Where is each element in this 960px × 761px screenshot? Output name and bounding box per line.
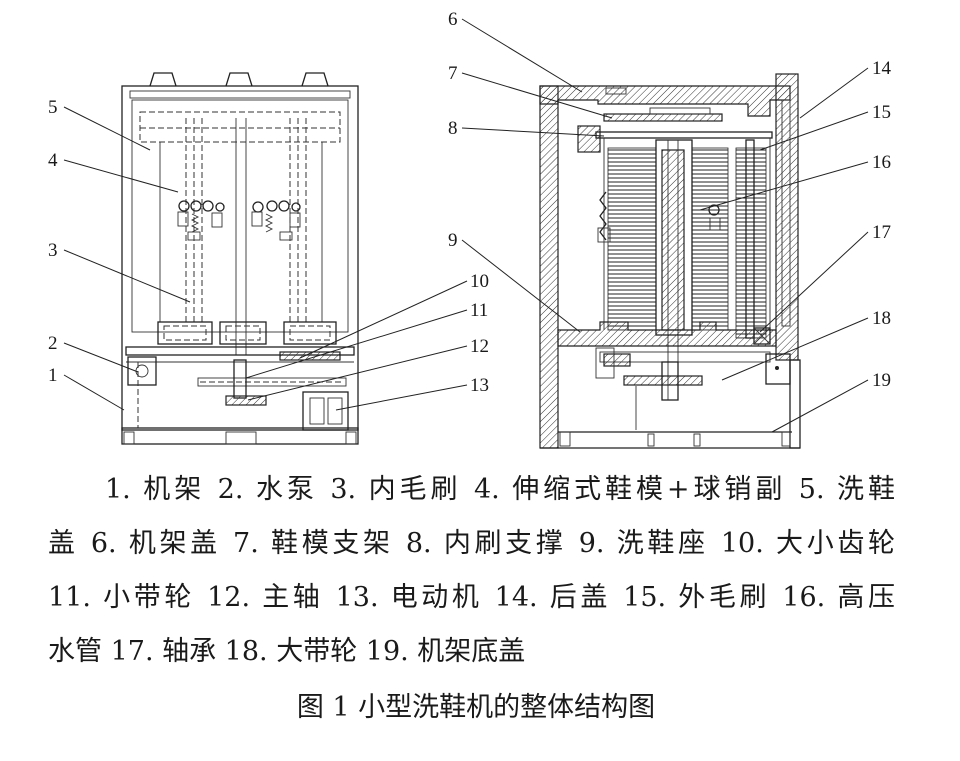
leader-3: [63, 249, 191, 303]
leader-5: [63, 106, 151, 151]
leader-11: [245, 309, 468, 379]
cover-notch: [605, 87, 627, 95]
back-cover-inner: [781, 99, 791, 327]
washing-seat: [557, 321, 777, 347]
callout-7: 7: [448, 63, 458, 84]
water-pump: [127, 356, 157, 386]
legend-line-2: 盖 6. 机架盖 7. 鞋模支架 8. 内刷支撑 9. 洗鞋座 10. 大小齿轮: [48, 528, 895, 559]
main-shaft-column: [235, 118, 247, 355]
lower-left-box: [595, 347, 615, 379]
pump-box: [765, 353, 791, 385]
top-tab-right: [301, 72, 329, 87]
electric-motor: [302, 391, 349, 431]
small-belt-pulley: [197, 377, 347, 387]
inner-frame: [131, 99, 349, 333]
leader-6: [461, 18, 583, 93]
callout-11: 11: [470, 300, 488, 321]
wash-cover: [139, 111, 341, 143]
center-shaft-column: [655, 139, 693, 400]
legend-line-1: 1. 机架 2. 水泵 3. 内毛刷 4. 伸缩式鞋模+球销副 5. 洗鞋: [105, 474, 895, 505]
callout-2: 2: [48, 333, 58, 354]
section-view: [539, 73, 801, 449]
front-base: [121, 427, 359, 445]
callout-3: 3: [48, 240, 58, 261]
callout-15: 15: [872, 102, 891, 123]
shoe-mold-right: [251, 200, 301, 241]
leader-14: [799, 67, 869, 119]
top-tab-center: [225, 72, 253, 87]
leader-9: [461, 239, 581, 333]
callout-10: 10: [470, 271, 489, 292]
large-belt-pulley: [623, 375, 703, 386]
legend-line-4: 水管 17. 轴承 18. 大带轮 19. 机架底盖: [48, 636, 526, 667]
base-plate: [125, 346, 355, 356]
machine-drawings: 5 4 3 2 1 10 11 12 13 6 7 8 9 14 15 16 1…: [48, 9, 892, 449]
leader-15: [759, 111, 869, 151]
shoe-mold-section: [597, 191, 721, 243]
callout-17: 17: [872, 222, 891, 243]
leader-13: [335, 384, 468, 411]
inner-brush-right-bristles: [691, 147, 729, 331]
leader-10: [299, 280, 468, 359]
shoe-mold-bracket: [603, 113, 723, 122]
lower-support: [603, 353, 631, 367]
callout-5: 5: [48, 97, 58, 118]
front-view: [121, 72, 359, 445]
top-beam: [129, 90, 351, 99]
leader-1: [63, 374, 125, 411]
leader-4: [63, 159, 179, 193]
leader-17: [759, 231, 869, 333]
leader-8: [461, 127, 605, 137]
back-cover: [775, 73, 799, 361]
inner-brush-left-bristles: [607, 147, 657, 331]
shoe-mold-left: [177, 200, 225, 241]
callout-16: 16: [872, 152, 891, 173]
bottom-bosses: [157, 321, 337, 345]
callout-13: 13: [470, 375, 489, 396]
callout-18: 18: [872, 308, 891, 329]
frame-bottom-cover: [540, 431, 800, 449]
leader-lines: [63, 18, 869, 433]
right-wall-lower: [789, 359, 801, 449]
leader-12: [247, 345, 468, 401]
bearing: [753, 327, 771, 345]
callout-9: 9: [448, 230, 458, 251]
callout-4: 4: [48, 150, 58, 171]
figure-title: 图 1 小型洗鞋机的整体结构图: [296, 692, 656, 723]
main-shaft: [225, 359, 267, 406]
callout-12: 12: [470, 336, 489, 357]
inner-brush-left: [185, 118, 203, 322]
lower-plate: [599, 351, 771, 363]
inner-brush-support: [595, 131, 773, 139]
callout-6: 6: [448, 9, 458, 30]
leader-16: [699, 161, 869, 211]
callout-1: 1: [48, 365, 58, 386]
legend-line-3: 11. 小带轮 12. 主轴 13. 电动机 14. 后盖 15. 外毛刷 16…: [48, 582, 895, 613]
callout-labels: 5 4 3 2 1 10 11 12 13 6 7 8 9 14 15 16 1…: [48, 9, 892, 396]
left-wall: [539, 85, 559, 449]
inner-brush-right: [289, 118, 307, 322]
leader-7: [461, 72, 613, 119]
leader-18: [721, 317, 869, 381]
callout-8: 8: [448, 118, 458, 139]
gear-pair: [279, 351, 341, 361]
leader-19: [771, 379, 869, 433]
high-pressure-water-pipe: [661, 149, 685, 331]
frame-outline: [121, 85, 359, 431]
callout-14: 14: [872, 58, 892, 79]
inner-bracket-left: [577, 125, 601, 153]
leader-2: [63, 342, 139, 373]
frame-cover: [539, 85, 791, 117]
callout-19: 19: [872, 370, 891, 391]
shaft-top-plate: [649, 107, 711, 115]
top-tab-left: [149, 72, 177, 87]
outer-brush: [735, 139, 767, 339]
